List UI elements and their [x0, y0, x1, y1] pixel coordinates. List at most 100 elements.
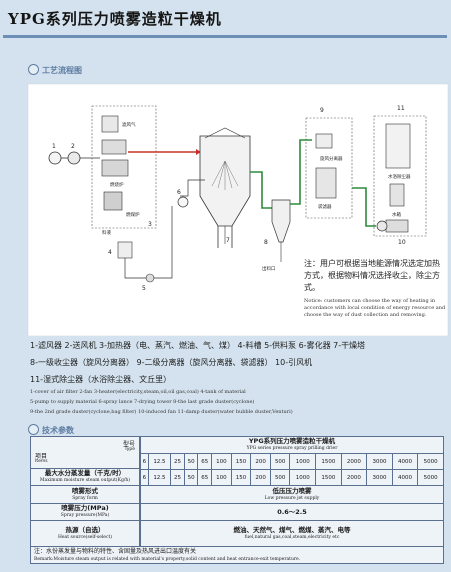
- heater-electric-shape: [101, 115, 119, 133]
- model-cell: 12.5: [147, 453, 172, 470]
- separator-group-box: [305, 117, 353, 219]
- evaporation-cell: 25: [170, 469, 185, 486]
- legend-line-2: 8-一级收尘器（旋风分离器） 9-二级分离器（旋风分离器、袋滤器） 10-引风机: [30, 358, 313, 367]
- evaporation-cell: 5000: [417, 469, 444, 486]
- atomizer-feed-pipe: [180, 179, 205, 197]
- row-label-evaporation: 最大水分蒸发量（千克/时）Maximum moisture steam outp…: [30, 468, 140, 486]
- model-cell: 3000: [366, 453, 393, 470]
- product-line-to-cyclone: [250, 171, 272, 209]
- model-cell: 1500: [315, 453, 342, 470]
- label-8: 8: [264, 239, 268, 246]
- row-label-heat-source: 热源（自选）Heat source(self-select): [30, 520, 140, 547]
- model-cell: 6: [140, 453, 149, 470]
- cyclone-2-shape: [315, 133, 333, 149]
- model-cell: 100: [211, 453, 232, 470]
- venturi-shape: [389, 183, 405, 207]
- spray-pattern: [211, 160, 239, 190]
- section-bullet-icon: [28, 424, 39, 435]
- model-cell: 5000: [417, 453, 444, 470]
- evaporation-cell: 4000: [391, 469, 419, 486]
- exhaust-line: [352, 187, 376, 227]
- evaporation-cell: 6: [140, 469, 149, 486]
- bag-filter-shape: [315, 167, 337, 199]
- heater-label: 燃烧炉: [110, 181, 124, 188]
- remark-zh: 注：水份蒸发量与物料的特性、含固量及热风进出口温度有关: [34, 548, 197, 555]
- remark-en: Remark:Moisture steam output is related …: [34, 557, 301, 562]
- model-cell: 200: [250, 453, 271, 470]
- page-title: YPG系列压力喷雾造粒干燥机: [8, 10, 222, 28]
- hot-air-arrow-icon: [196, 149, 201, 155]
- spray-pressure-value: 0.6～2.5: [140, 503, 444, 521]
- model-cell: 50: [183, 453, 199, 470]
- outlet-label: 出料口: [262, 265, 276, 272]
- section-flow-heading: 工艺流程图: [28, 64, 82, 76]
- feed-pump-shape: [145, 273, 155, 283]
- note-chinese: 注：用户可根据当地能源情况选定加热方式，根据物料情况选择收尘，除尘方式。: [304, 259, 440, 292]
- water-tank-label: 水箱: [392, 211, 401, 218]
- label-4: 4: [108, 249, 112, 256]
- evaporation-cell: 500: [269, 469, 291, 486]
- label-9: 9: [320, 107, 324, 114]
- bag-dust-label: 袋滤器: [318, 203, 332, 210]
- furnace-label: 燃煤炉: [126, 211, 140, 218]
- fan-shape: [67, 151, 81, 165]
- items-type-header: 型号 Type 项目 Items: [30, 436, 140, 469]
- table-remark: 注：水份蒸发量与物料的特性、含固量及热风进出口温度有关 Remark:Moist…: [30, 546, 444, 564]
- section-bullet-icon: [28, 64, 39, 75]
- evaporation-cell: 3000: [366, 469, 393, 486]
- water-tank-shape: [385, 219, 409, 233]
- evaporation-cell: 50: [183, 469, 199, 486]
- section-flow-label: 工艺流程图: [42, 66, 82, 75]
- label-1: 1: [52, 143, 56, 150]
- evaporation-cell: 65: [197, 469, 213, 486]
- col-type-zh: 型号: [122, 441, 135, 448]
- legend-line-3: 11-湿式除尘器（水浴除尘器、文丘里）: [30, 375, 172, 384]
- heater-steam-shape: [101, 139, 127, 155]
- material-tank-label: 料液: [102, 229, 111, 236]
- col-item-zh: 项目: [35, 453, 48, 460]
- induced-fan-shape: [376, 220, 388, 232]
- model-cell: 500: [269, 453, 291, 470]
- model-cell: 65: [197, 453, 213, 470]
- model-cell: 25: [170, 453, 185, 470]
- evaporation-cell: 2000: [340, 469, 368, 486]
- water-duster-shape: [385, 123, 411, 169]
- water-duster-label: 水浴除尘器: [388, 173, 411, 180]
- legend-en-line-1: 1-cover of air filter 2-fan 3-heater(ele…: [30, 389, 246, 395]
- evaporation-cell: 12.5: [147, 469, 172, 486]
- material-tank-shape: [117, 241, 133, 259]
- heater-electric-label: 滤风气: [122, 121, 136, 128]
- title-divider: [3, 35, 447, 38]
- model-cell: 4000: [391, 453, 419, 470]
- evaporation-cell: 1000: [289, 469, 317, 486]
- note-english: Notice: customers can choose the way of …: [304, 298, 446, 318]
- cyclone-dust-label: 旋风分离器: [320, 155, 343, 162]
- legend-line-1: 1-滤风器 2-送风机 3-加热器（电、蒸汽、燃油、气、煤） 4-料槽 5-供料…: [30, 341, 366, 350]
- section-params-label: 技术参数: [42, 426, 74, 435]
- heater-oil-shape: [101, 159, 129, 177]
- evaporation-cell: 1500: [315, 469, 342, 486]
- wet-duster-group-box: [373, 115, 427, 237]
- spec-row-labels: 型号 Type 项目 Items 最大水分蒸发量（千克/时）Maximum mo…: [30, 436, 140, 547]
- evaporation-cell: 150: [230, 469, 252, 486]
- col-type-en: Type: [124, 447, 135, 452]
- evaporation-cell: 200: [250, 469, 271, 486]
- tower-top-shape: [204, 127, 246, 139]
- heater-coal-shape: [103, 191, 123, 211]
- label-5: 5: [142, 285, 146, 292]
- legend-en-line-2: 5-pump to supply material 6-spray lance …: [30, 399, 255, 405]
- label-2: 2: [71, 143, 75, 150]
- model-cell: 150: [230, 453, 252, 470]
- evaporation-cell: 100: [211, 469, 232, 486]
- label-6: 6: [177, 189, 181, 196]
- atomizer-shape: [177, 196, 189, 208]
- heater-group-box: [91, 105, 157, 229]
